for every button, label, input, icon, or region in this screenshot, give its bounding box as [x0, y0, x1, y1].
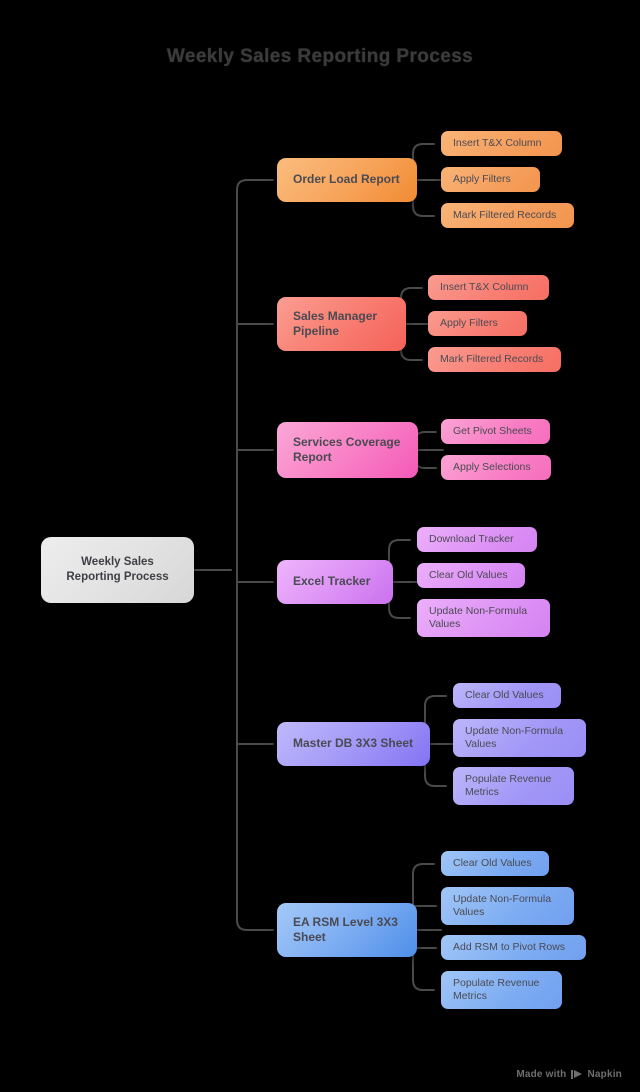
- node-branch-master-db-3x3-sheet-label: Master DB 3X3 Sheet: [293, 736, 414, 751]
- node-leaf-label: Add RSM to Pivot Rows: [453, 940, 566, 953]
- node-leaf-label: Get Pivot Sheets: [453, 424, 532, 437]
- node-leaf-download-tracker[interactable]: Download Tracker: [417, 527, 537, 552]
- node-leaf-label: Clear Old Values: [453, 856, 532, 869]
- node-leaf-apply-filters-1[interactable]: Apply Filters: [441, 167, 540, 192]
- node-leaf-clear-old-values-2[interactable]: Clear Old Values: [453, 683, 561, 708]
- node-branch-excel-tracker[interactable]: Excel Tracker: [277, 560, 393, 604]
- watermark-made-with-text: Made with: [516, 1069, 567, 1080]
- node-leaf-clear-old-values-3[interactable]: Clear Old Values: [441, 851, 549, 876]
- node-leaf-label: Mark Filtered Records: [453, 208, 557, 221]
- node-leaf-label: Apply Filters: [453, 172, 511, 185]
- node-leaf-apply-filters-2[interactable]: Apply Filters: [428, 311, 527, 336]
- node-leaf-mark-filtered-records-1[interactable]: Mark Filtered Records: [441, 203, 574, 228]
- node-leaf-mark-filtered-records-2[interactable]: Mark Filtered Records: [428, 347, 561, 372]
- node-leaf-add-rsm-to-pivot-rows[interactable]: Add RSM to Pivot Rows: [441, 935, 586, 960]
- node-branch-order-load-report-label: Order Load Report: [293, 172, 400, 187]
- watermark: Made with Napkin: [516, 1069, 622, 1080]
- node-leaf-insert-tx-column-1[interactable]: Insert T&X Column: [441, 131, 562, 156]
- node-leaf-label: Clear Old Values: [429, 568, 508, 581]
- node-leaf-label: Insert T&X Column: [453, 136, 542, 149]
- node-leaf-label: Mark Filtered Records: [440, 352, 544, 365]
- node-leaf-label: Download Tracker: [429, 532, 514, 545]
- node-leaf-apply-selections[interactable]: Apply Selections: [441, 455, 551, 480]
- node-leaf-clear-old-values-1[interactable]: Clear Old Values: [417, 563, 525, 588]
- node-leaf-label: Apply Filters: [440, 316, 498, 329]
- page-title: Weekly Sales Reporting Process: [166, 46, 474, 67]
- node-leaf-label: Clear Old Values: [465, 688, 544, 701]
- node-branch-excel-tracker-label: Excel Tracker: [293, 574, 371, 589]
- node-leaf-label: Insert T&X Column: [440, 280, 529, 293]
- napkin-play-icon: [571, 1069, 583, 1080]
- node-branch-order-load-report[interactable]: Order Load Report: [277, 158, 417, 202]
- node-leaf-get-pivot-sheets[interactable]: Get Pivot Sheets: [441, 419, 550, 444]
- watermark-brand-text: Napkin: [587, 1069, 622, 1080]
- node-leaf-label: Apply Selections: [453, 460, 531, 473]
- node-leaf-insert-tx-column-2[interactable]: Insert T&X Column: [428, 275, 549, 300]
- node-branch-master-db-3x3-sheet[interactable]: Master DB 3X3 Sheet: [277, 722, 430, 766]
